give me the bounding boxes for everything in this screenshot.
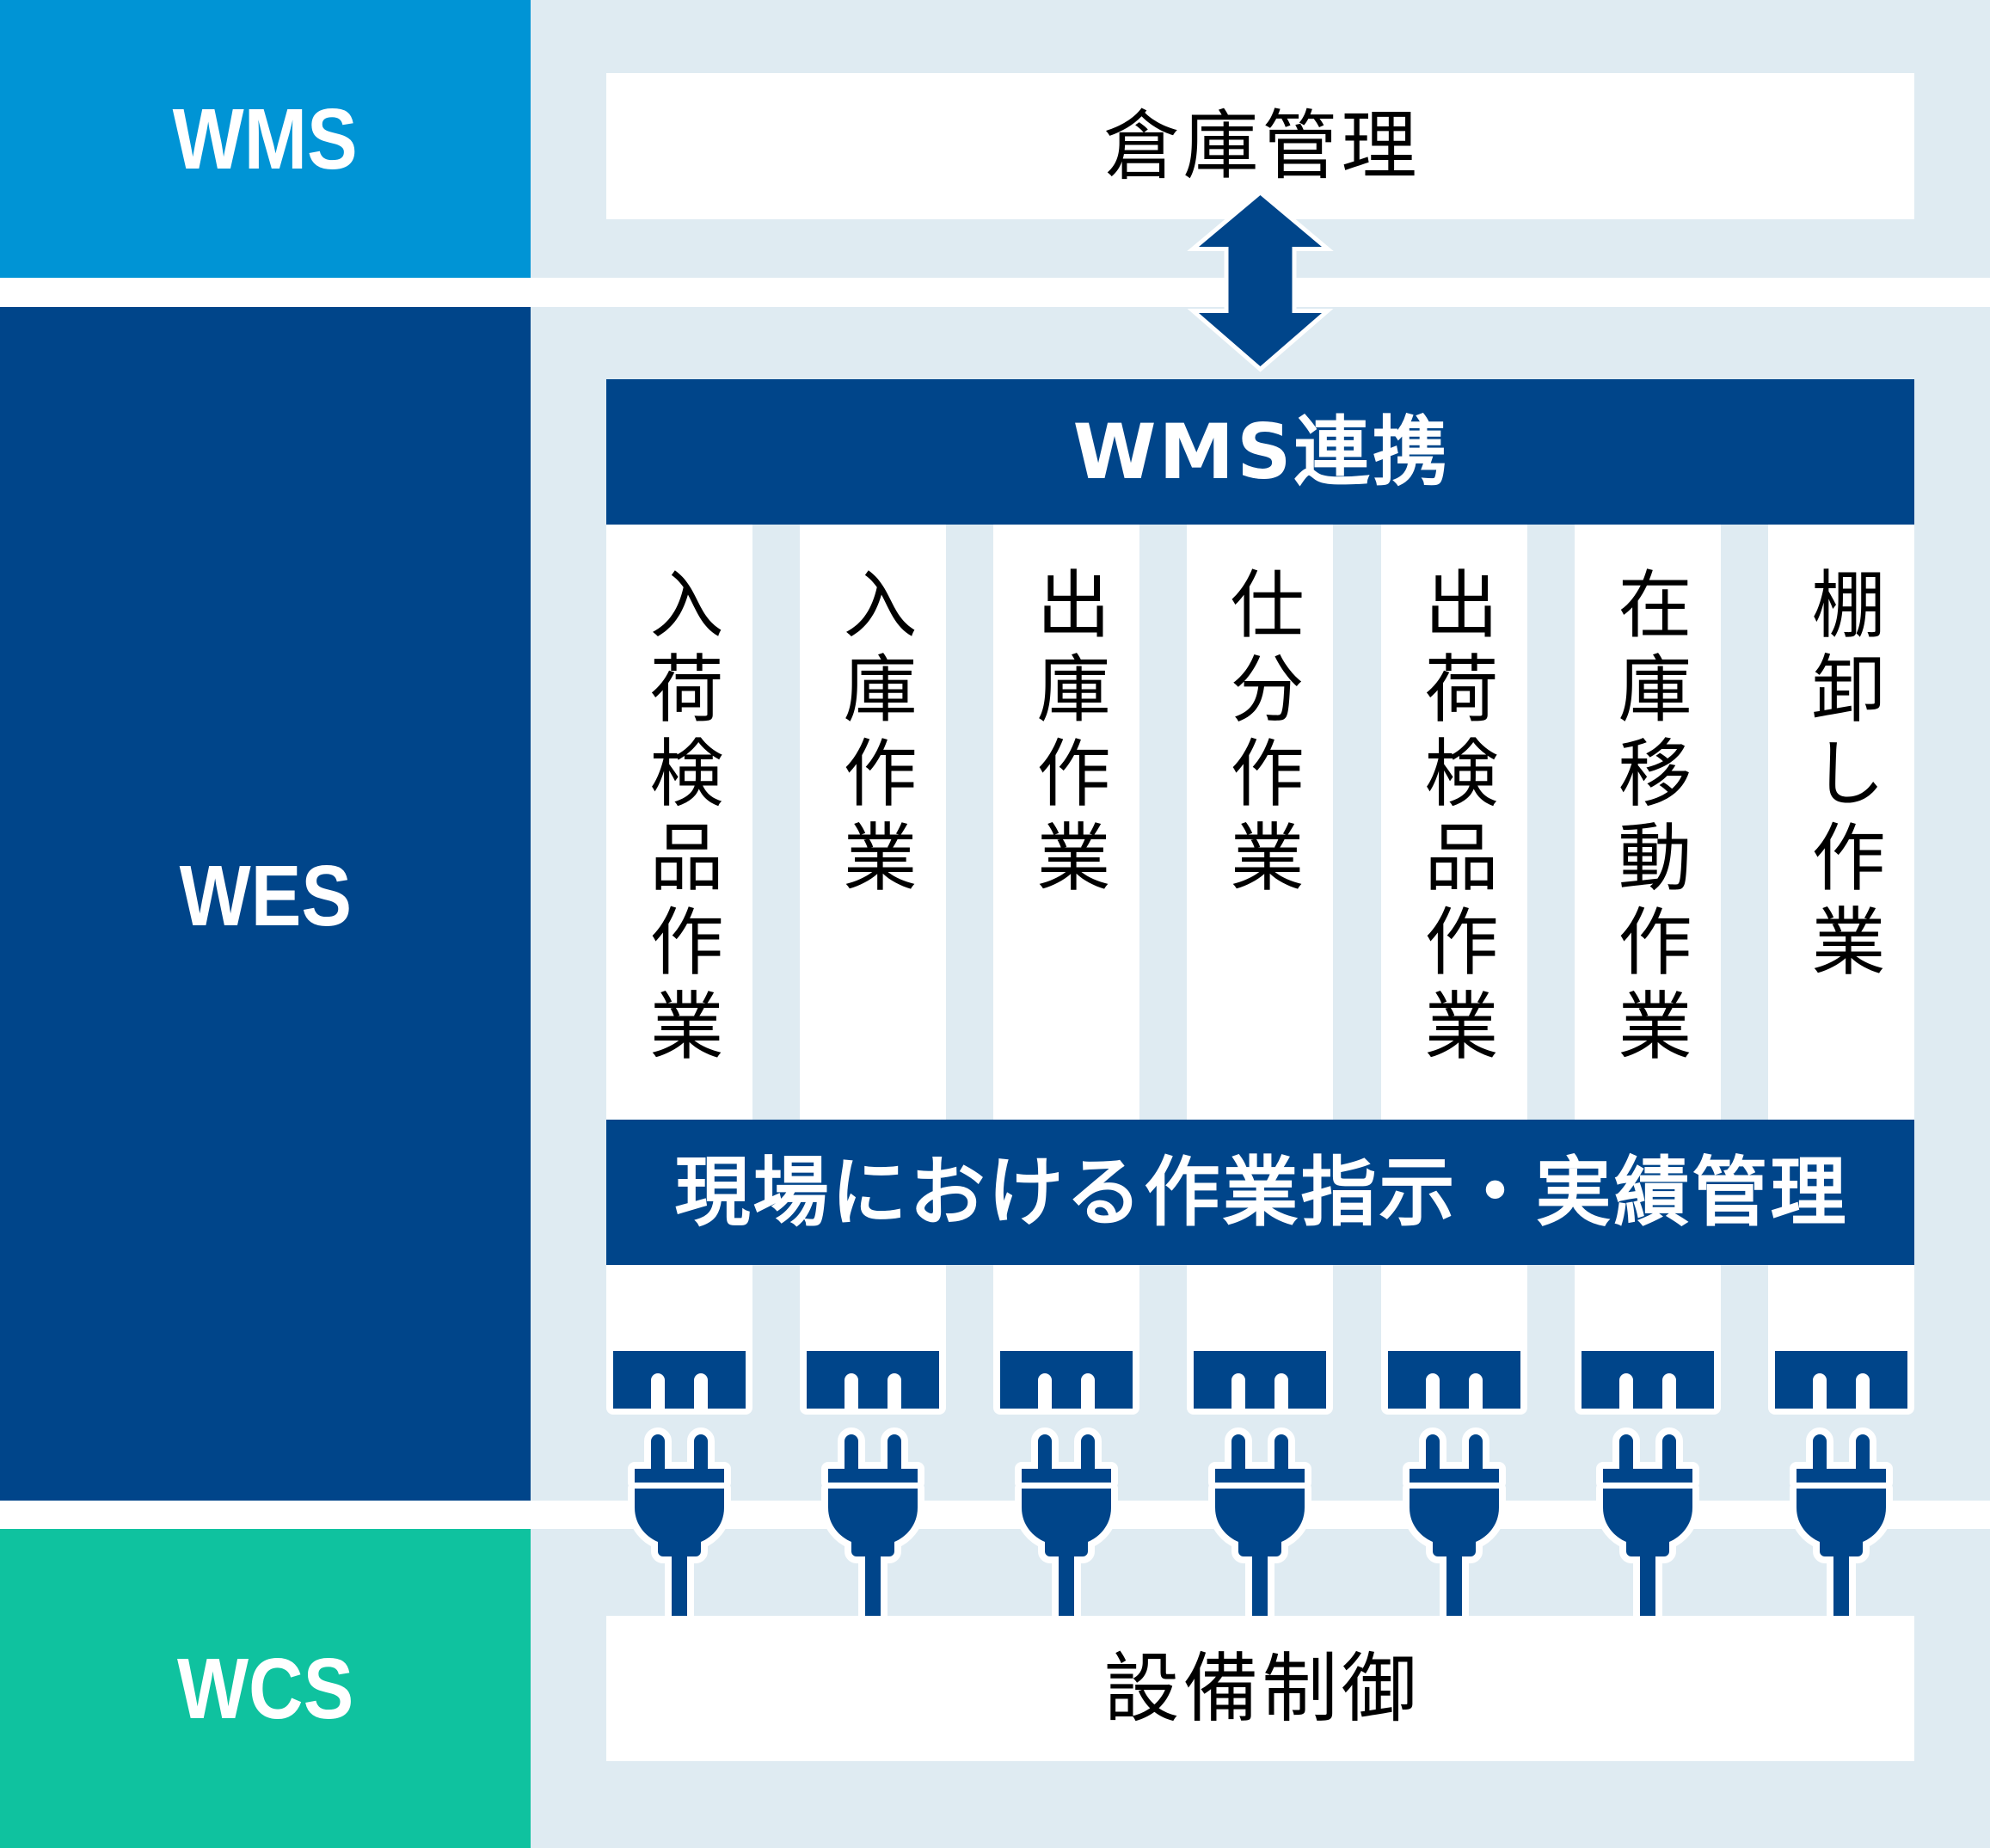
task-column: 入庫作業 [800,525,946,1120]
connector-slot [993,1265,1139,1626]
task-label: 入荷検品作業 [636,566,722,1071]
connector-slot [1575,1265,1721,1626]
connector-slot [606,1265,752,1626]
plug-icon [828,1434,918,1618]
socket-icon [1000,1351,1133,1409]
plug-icon [635,1434,724,1618]
task-column: 在庫移動作業 [1575,525,1721,1120]
layer-label-wcs: WCS [176,1640,354,1737]
socket-icon [1194,1351,1326,1409]
task-column: 出庫作業 [993,525,1139,1120]
layer-label-wms: WMS [172,90,359,187]
task-column: 入荷検品作業 [606,525,752,1120]
plug-icon [1797,1434,1886,1618]
task-label: 出荷検品作業 [1411,566,1497,1071]
task-label: 棚卸し作業 [1798,566,1884,987]
socket-icon [1775,1351,1907,1409]
task-column: 仕分作業 [1187,525,1333,1120]
connector-slot [1187,1265,1333,1626]
equipment-control-box: 設備制御 [606,1616,1914,1761]
plug-icon [1022,1434,1111,1618]
socket-icon [1388,1351,1520,1409]
layer-label-wes: WES [179,848,352,944]
plug-icon [1215,1434,1305,1618]
task-label: 入庫作業 [830,566,916,903]
wms-integration-box: WMS連携 [606,379,1914,525]
warehouse-management-box: 倉庫管理 [606,73,1914,219]
socket-icon [613,1351,746,1409]
layer-wcs: WCS [0,1529,531,1848]
task-column: 棚卸し作業 [1768,525,1914,1120]
layer-wms: WMS [0,0,531,278]
socket-icon [1582,1351,1714,1409]
plug-icon [1603,1434,1692,1618]
warehouse-management-label: 倉庫管理 [1103,101,1421,190]
work-instruction-label: 現場における作業指示・実績管理 [674,1147,1849,1237]
task-label: 出庫作業 [1023,566,1109,903]
connector-slot [1381,1265,1527,1626]
equipment-control-label: 設備制御 [1103,1643,1421,1733]
socket-icon [807,1351,939,1409]
task-column: 出荷検品作業 [1381,525,1527,1120]
double-arrow-vertical-icon [1187,189,1334,372]
wms-integration-label: WMS連携 [1072,407,1451,496]
layer-wes: WES [0,307,531,1501]
plug-icon [1410,1434,1499,1618]
work-instruction-box: 現場における作業指示・実績管理 [606,1120,1914,1265]
task-label: 在庫移動作業 [1605,566,1691,1071]
connector-slot [1768,1265,1914,1626]
task-label: 仕分作業 [1217,566,1303,903]
connector-slot [800,1265,946,1626]
